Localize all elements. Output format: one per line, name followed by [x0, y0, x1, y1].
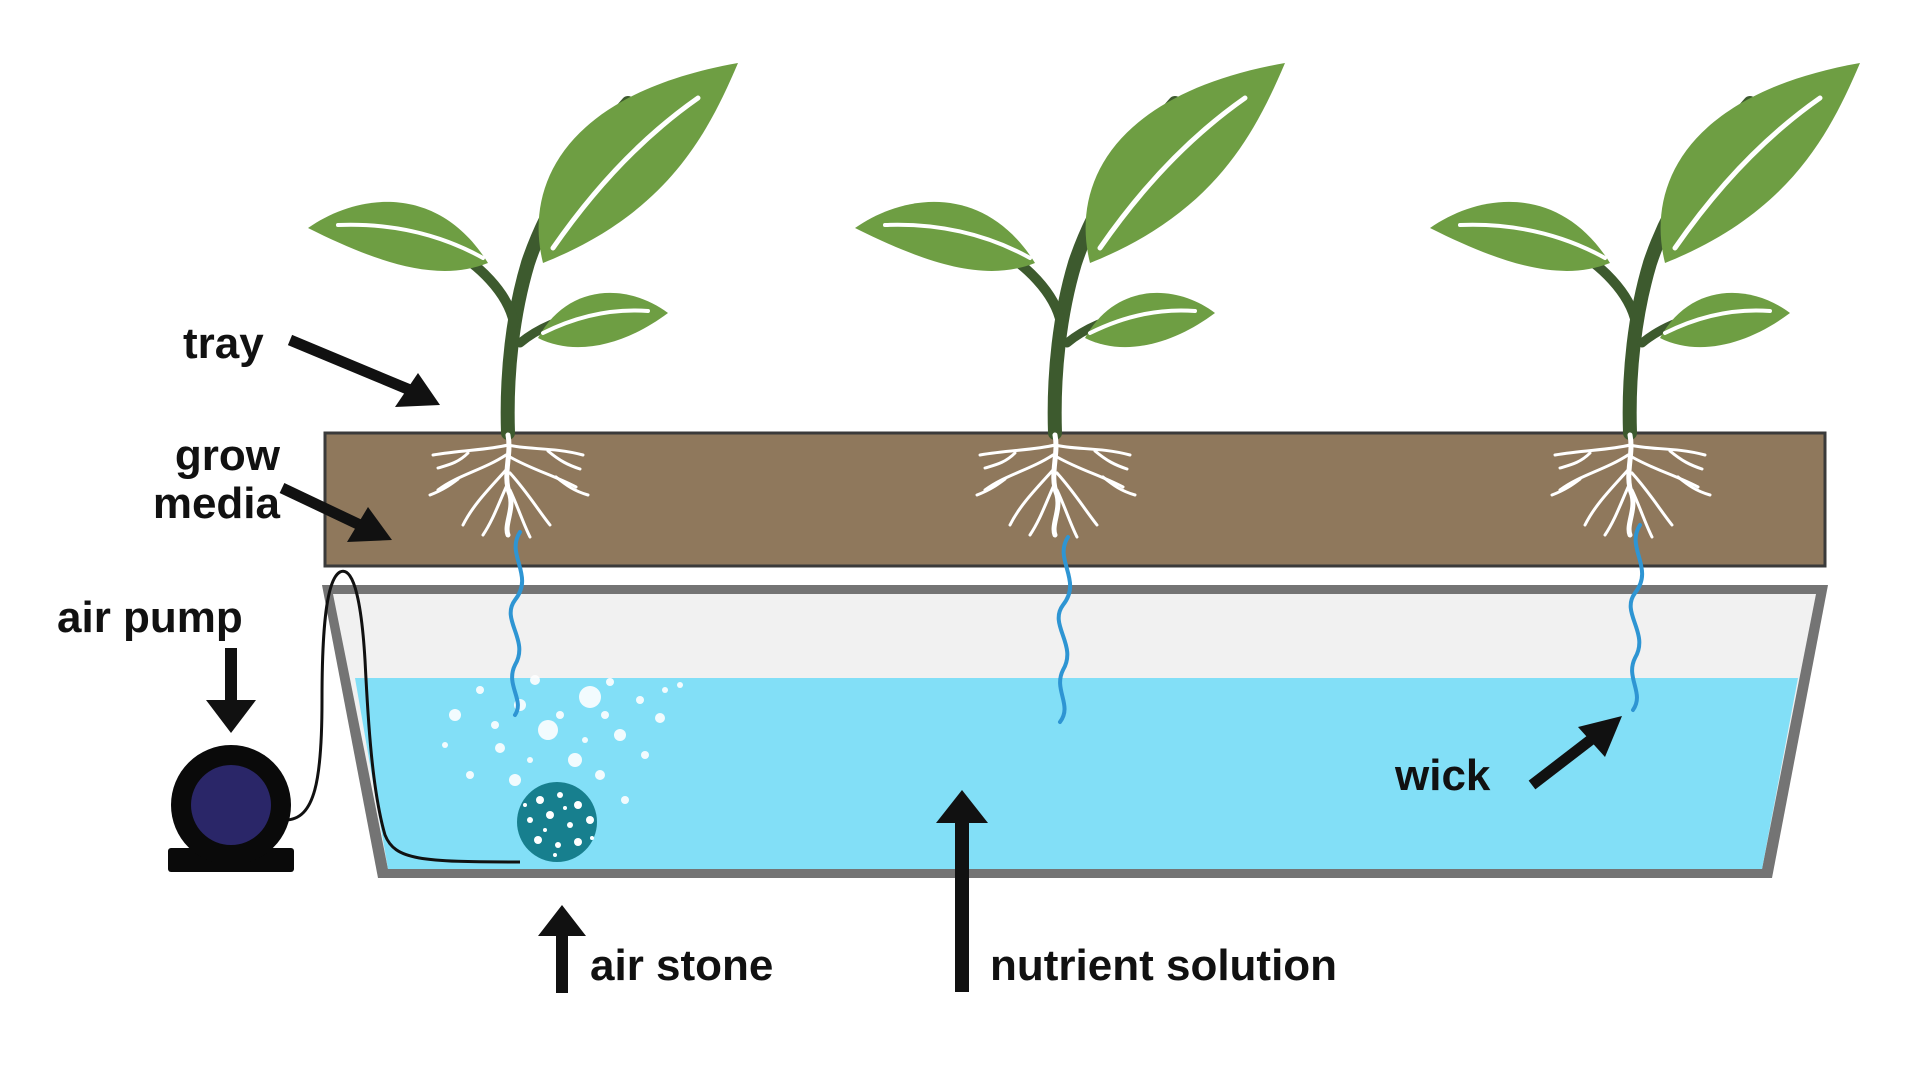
label-grow-media-line2: media — [153, 479, 281, 528]
air-tube — [284, 569, 521, 864]
label-grow-media-line1: grow — [175, 431, 281, 480]
air-pump-icon — [168, 745, 294, 872]
arrow-icon — [206, 334, 1622, 993]
label-wick: wick — [1394, 751, 1491, 800]
air-stone-icon — [517, 782, 597, 862]
nutrient-solution-water — [355, 678, 1798, 869]
label-tray: tray — [183, 319, 264, 368]
wick-icon — [508, 523, 1645, 724]
reservoir — [322, 585, 1828, 878]
grow-media-block — [323, 431, 1827, 568]
label-air-pump: air pump — [57, 593, 243, 642]
label-nutrient-solution: nutrient solution — [990, 941, 1337, 990]
label-air-stone: air stone — [590, 941, 773, 990]
plant-icon — [855, 63, 1285, 433]
plant-icon — [1430, 63, 1860, 433]
